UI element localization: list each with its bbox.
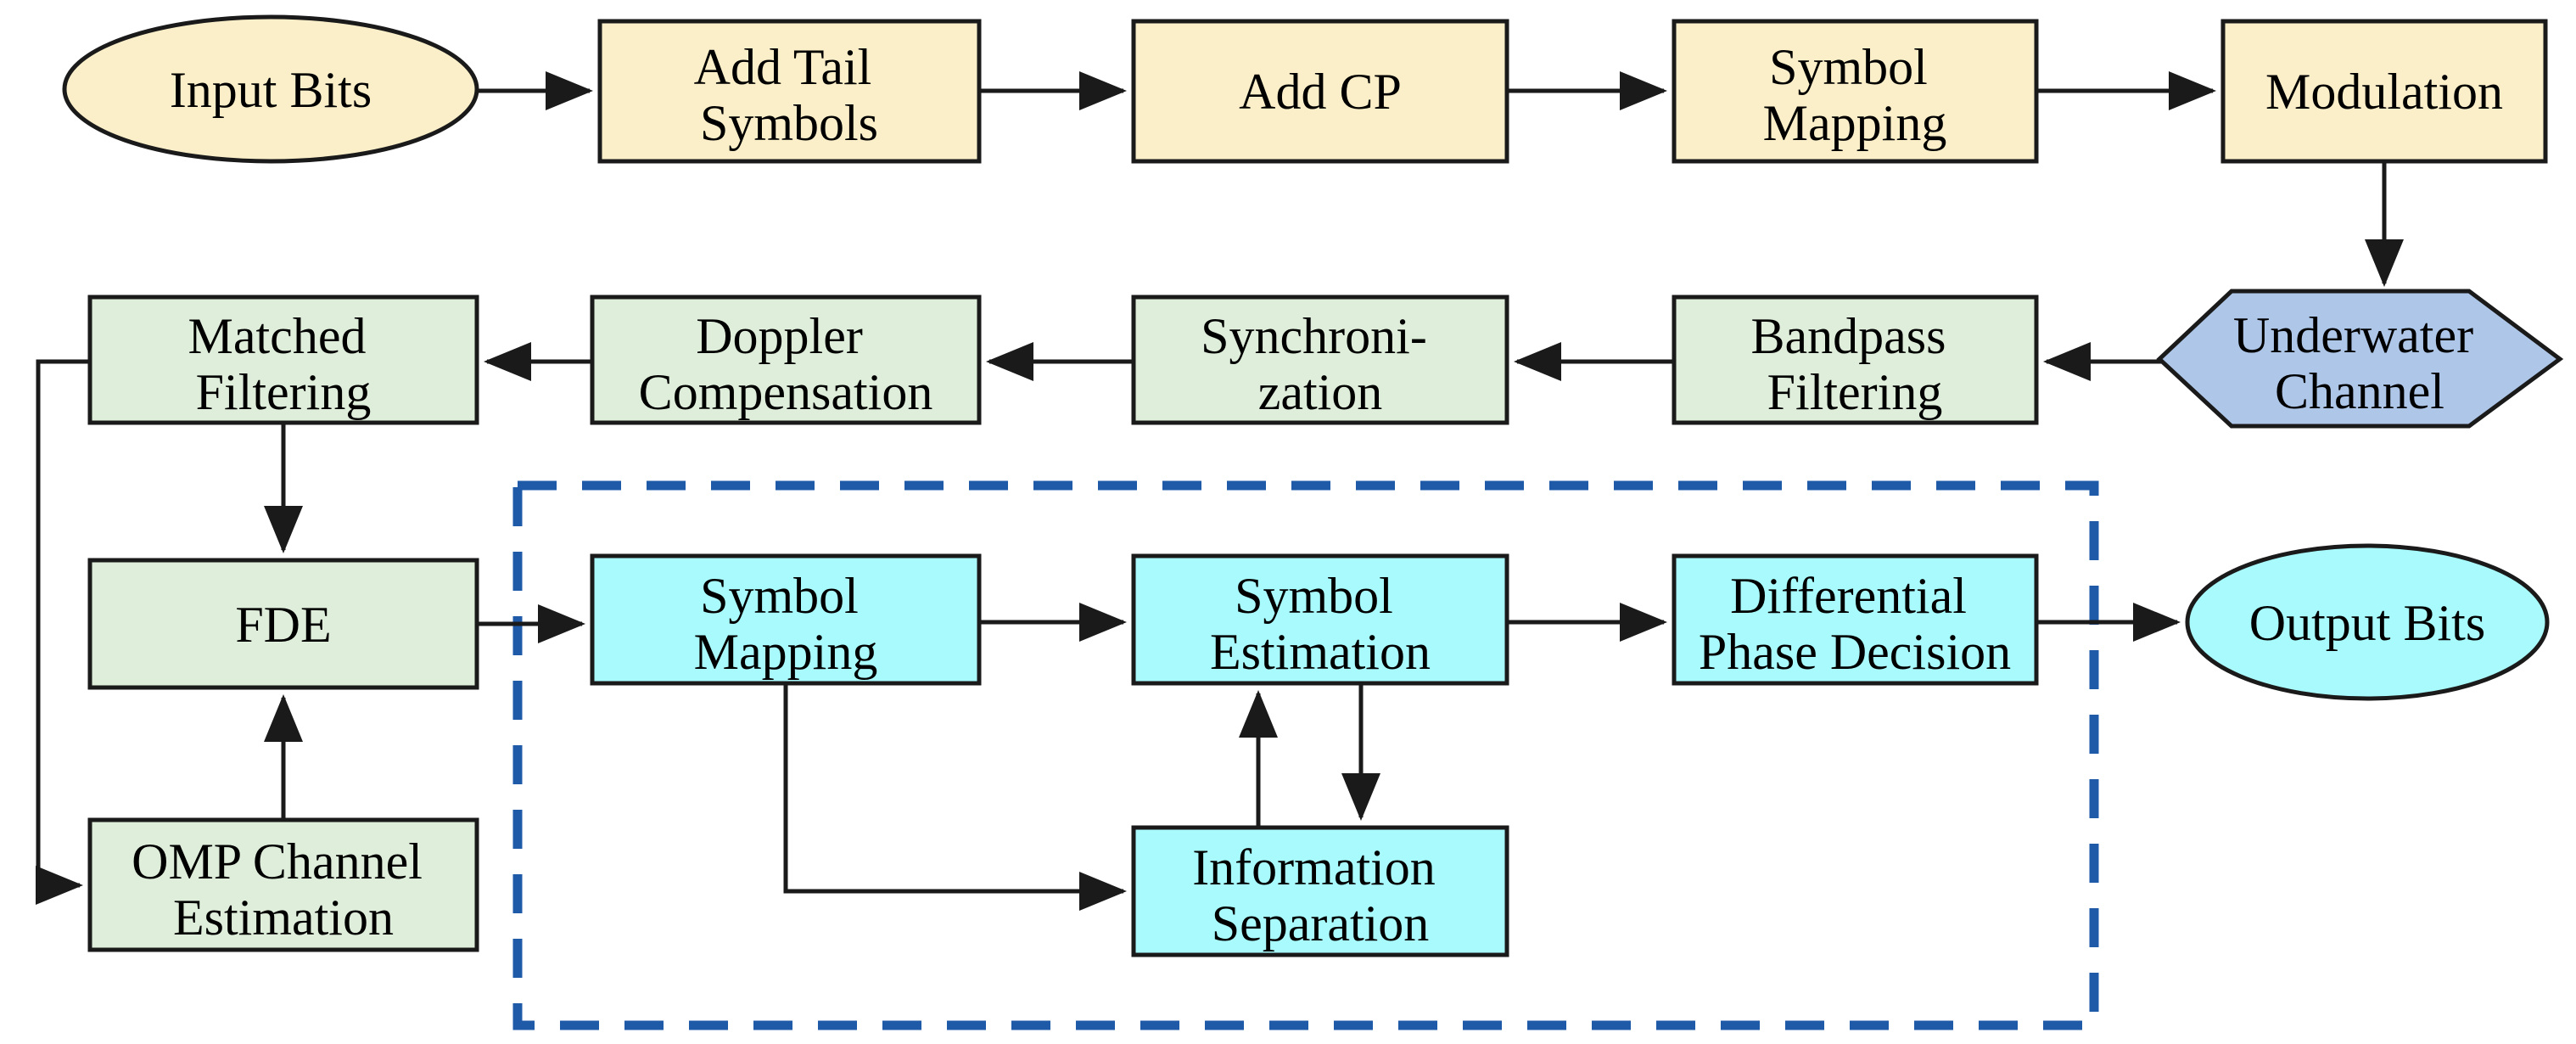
edge-matched-to-omp [36, 359, 90, 905]
node-input-bits: Input Bits [62, 14, 479, 164]
node-symbol-mapping-tx: Symbol Mapping [1672, 19, 2039, 164]
node-synchronization: Synchroni- zation [1131, 295, 1509, 425]
node-label: OMP Channel Estimation [132, 834, 435, 946]
node-label: Output Bits [2249, 595, 2485, 651]
node-fde: FDE [87, 558, 479, 690]
node-symbol-mapping-rx: Symbol Mapping [590, 553, 982, 686]
node-add-cp: Add CP [1131, 19, 1509, 164]
node-add-tail-symbols: Add Tail Symbols [597, 19, 982, 164]
node-label: Synchroni- zation [1201, 308, 1440, 420]
node-label: Add CP [1239, 64, 1402, 120]
node-matched-filtering: Matched Filtering [87, 295, 479, 425]
node-label: Matched Filtering [188, 308, 379, 420]
node-modulation: Modulation [2220, 19, 2548, 164]
node-label: FDE [235, 597, 331, 653]
node-symbol-estimation: Symbol Estimation [1131, 553, 1509, 686]
node-information-separation: Information Separation [1131, 825, 1509, 957]
node-label: Doppler Compensation [639, 308, 933, 420]
node-doppler-compensation: Doppler Compensation [590, 295, 982, 425]
node-differential-phase-decision: Differential Phase Decision [1672, 553, 2039, 686]
node-output-bits: Output Bits [2185, 543, 2550, 701]
node-omp-channel-estimation: OMP Channel Estimation [87, 817, 479, 952]
edges [36, 71, 2404, 911]
node-label: Input Bits [170, 62, 372, 118]
node-label: Modulation [2265, 64, 2503, 120]
node-label: Differential Phase Decision [1699, 568, 2011, 680]
node-label: Bandpass Filtering [1751, 308, 1959, 420]
dashed-group-box [512, 480, 2099, 1030]
node-label: Add Tail Symbols [694, 39, 885, 151]
node-label: Information Separation [1192, 839, 1448, 951]
node-label: Underwater Channel [2233, 307, 2486, 419]
node-label: Symbol Mapping [694, 568, 878, 680]
node-label: Symbol Estimation [1210, 568, 1431, 680]
node-bandpass-filtering: Bandpass Filtering [1672, 295, 2039, 425]
edge-symmap-rx-to-infosep [783, 683, 1127, 911]
node-label: Symbol Mapping [1763, 39, 1947, 151]
node-underwater-channel: Underwater Channel [2156, 289, 2564, 429]
